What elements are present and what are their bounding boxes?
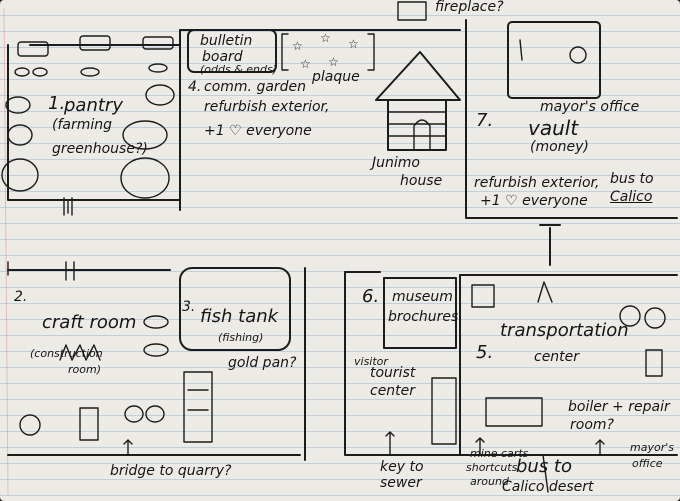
- mayor-office-note: mayor's: [630, 441, 674, 454]
- pantry-sub: (farming: [52, 117, 113, 133]
- wheel-icon: [619, 305, 641, 327]
- around-label: around: [470, 475, 509, 488]
- community-line2: refurbish exterior,: [204, 99, 330, 115]
- cabinet-icon: [431, 377, 457, 445]
- transport-number: 5.: [476, 342, 494, 363]
- fireplace-note: fireplace?: [435, 0, 504, 15]
- bridge-label: bridge to quarry?: [110, 463, 232, 479]
- svg-text:☆: ☆: [348, 37, 359, 51]
- vault-sub: (money): [530, 139, 589, 155]
- transport-label: transportation: [500, 320, 629, 341]
- gold-pan: gold pan?: [228, 355, 297, 371]
- fish-label: fish tank: [200, 306, 279, 327]
- museum-label2: brochures: [388, 309, 459, 325]
- bulletin-board-icon: [187, 29, 277, 73]
- clock-icon: [19, 414, 41, 436]
- tourist-label: tourist: [370, 365, 416, 381]
- boiler-label: boiler + repair: [568, 399, 670, 415]
- craft-label: craft room: [42, 312, 137, 333]
- vault-label: vault: [528, 116, 579, 140]
- boiler-label2: room?: [570, 417, 614, 433]
- engine-icon: [471, 284, 495, 308]
- pantry-number: 1.: [48, 93, 66, 114]
- junimo-label2: house: [400, 173, 443, 189]
- bulletin-label2: board: [202, 49, 243, 65]
- bulletin-label: bulletin: [200, 33, 253, 49]
- junimo-label: Junimo: [372, 155, 420, 171]
- craft-sub: (construction: [30, 347, 103, 360]
- minecarts-label: mine carts: [470, 447, 529, 460]
- junimo-hut-icon: [375, 51, 461, 101]
- boiler-icon: [485, 397, 543, 427]
- star-icon: ☆ ☆ ☆ ☆ ☆: [292, 31, 359, 71]
- pantry-label: pantry: [64, 95, 123, 116]
- visitor-label: visitor: [354, 355, 388, 368]
- vault-note2: +1 ♡ everyone: [480, 193, 588, 209]
- vault-number: 7.: [476, 110, 494, 131]
- craft-number: 2.: [14, 289, 28, 305]
- svg-text:☆: ☆: [320, 31, 331, 45]
- bus-label: bus to: [610, 171, 654, 187]
- vault-room-outline: [465, 19, 678, 219]
- pantry-sub2: greenhouse?): [52, 141, 148, 157]
- svg-text:☆: ☆: [328, 55, 339, 69]
- vault-note: refurbish exterior,: [474, 175, 600, 191]
- fish-tank-icon: [179, 267, 291, 351]
- bulletin-sub: (odds & ends): [200, 63, 278, 76]
- plaque-label: plaque: [312, 69, 360, 85]
- vase-icon: [124, 405, 144, 423]
- pantry-room-outline: [7, 29, 181, 201]
- community-number: 4.: [188, 79, 202, 95]
- fish-sub: (fishing): [218, 331, 264, 344]
- vault-icon: [507, 21, 601, 99]
- chest-icon: [183, 371, 213, 443]
- bus-dest: Calico: [610, 189, 653, 205]
- key-label2: sewer: [380, 475, 422, 491]
- community-line1: comm. garden: [204, 79, 307, 95]
- svg-text:☆: ☆: [292, 39, 303, 53]
- fish-number: 3.: [182, 299, 196, 315]
- community-line3: +1 ♡ everyone: [204, 123, 312, 139]
- center-label: center: [370, 383, 416, 399]
- bus-desert-label: bus to: [516, 456, 573, 477]
- museum-label: museum: [392, 289, 453, 305]
- shortcuts-label: shortcuts: [466, 461, 518, 474]
- basket-icon: [143, 315, 169, 329]
- museum-number: 6.: [362, 286, 380, 307]
- transport-label2: center: [534, 349, 580, 365]
- craft-sub2: room): [68, 363, 101, 376]
- svg-text:☆: ☆: [300, 57, 311, 71]
- key-label: key to: [380, 459, 424, 475]
- shelf-icon: [17, 41, 49, 57]
- museum-brochure-rack: [383, 277, 457, 349]
- mayor-office-label: mayor's office: [540, 99, 640, 115]
- pot-icon: [5, 96, 31, 114]
- mayor-office-note2: office: [632, 457, 663, 470]
- bus-desert-label2: Calico desert: [502, 479, 594, 495]
